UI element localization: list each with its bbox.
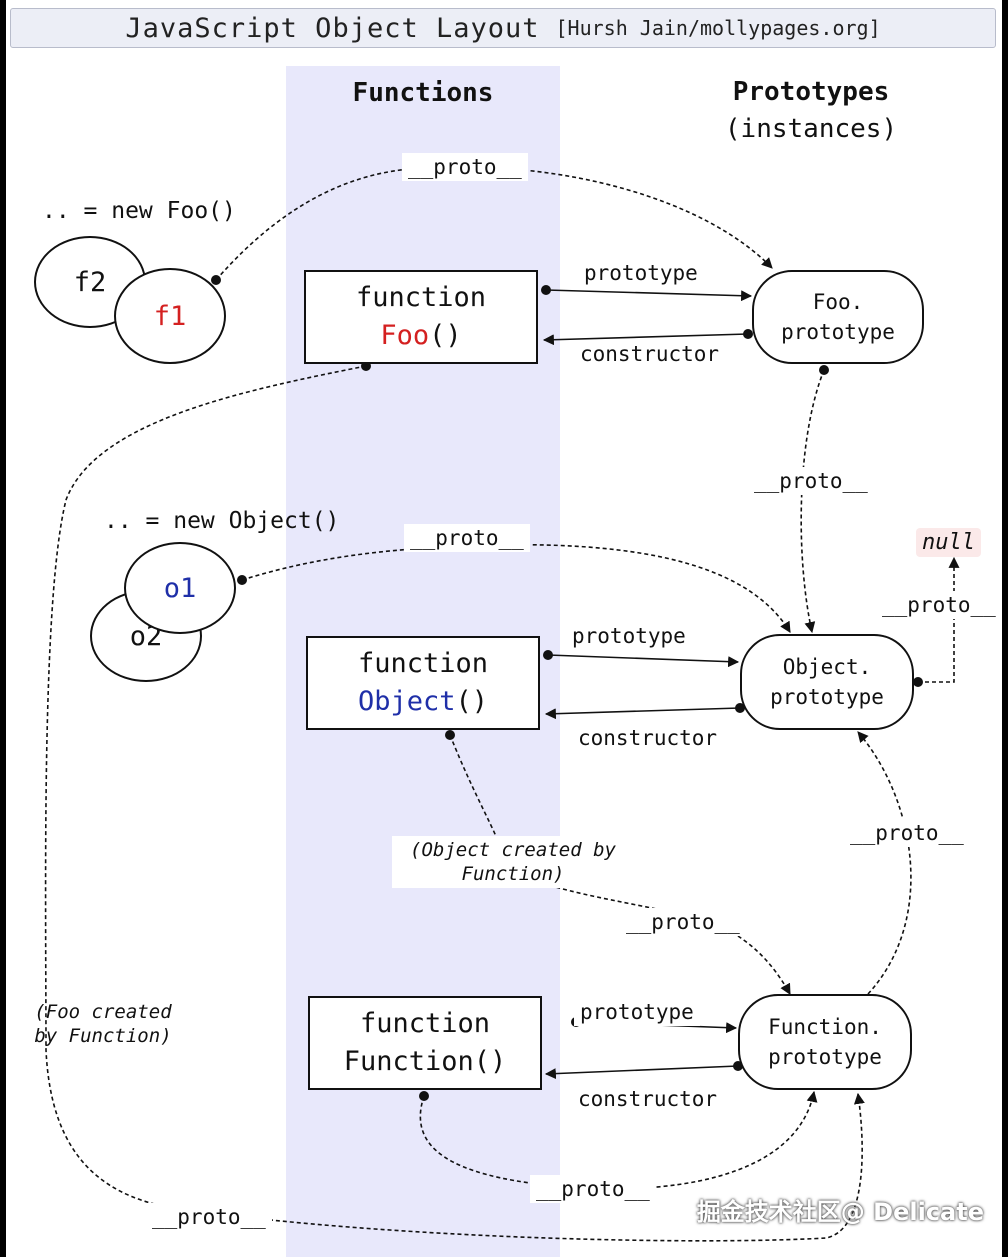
object-constructor-label: constructor: [572, 724, 724, 752]
function-prototype-proto-label: __proto__: [844, 819, 970, 847]
diagram-canvas: JavaScript Object Layout [Hursh Jain/mol…: [6, 0, 1002, 1257]
diagram-credit: [Hursh Jain/mollypages.org]: [555, 16, 881, 40]
foo-prototype-edge: [545, 289, 753, 302]
function-foo-box: function Foo(): [304, 270, 538, 364]
object-constructor-edge: [544, 707, 741, 720]
foo-fn-proto-edge: [44, 365, 865, 1242]
function-foo-keyword: function: [355, 282, 487, 313]
null-value: null: [916, 528, 981, 557]
function-object-parens: (): [455, 686, 489, 717]
foo-prototype-proto-label: __proto__: [748, 467, 874, 495]
title-bar: JavaScript Object Layout [Hursh Jain/mol…: [10, 8, 996, 48]
object-prototype-label: prototype: [566, 622, 692, 650]
foo-prototype-label: prototype: [578, 259, 704, 287]
foo-prototype-proto-edge: [800, 369, 825, 634]
function-object-name: Object: [357, 686, 456, 717]
new-foo-expression: .. = new Foo(): [42, 198, 236, 224]
foo-constructor-edge: [542, 333, 749, 346]
o1-proto-label: __proto__: [404, 524, 530, 552]
function-function-box: function Function(): [308, 996, 542, 1090]
object-fn-proto-edge: [449, 734, 791, 995]
foo-created-by-function-note: (Foo created by Function): [34, 1001, 172, 1047]
prototypes-column-heading: Prototypes: [732, 77, 890, 107]
instance-f1: f1: [114, 268, 226, 364]
function-object-signature: Object(): [358, 683, 488, 721]
functions-column-heading: Functions: [352, 78, 494, 108]
function-function-name: Function(): [343, 1046, 507, 1077]
function-constructor-label: constructor: [572, 1085, 724, 1113]
foo-prototype-node: Foo. prototype: [752, 270, 924, 364]
foo-constructor-label: constructor: [574, 340, 726, 368]
object-prototype-node: Object. prototype: [740, 634, 914, 730]
function-object-box: function Object(): [306, 636, 540, 730]
o1-proto-edge: [241, 543, 791, 633]
instance-o1: o1: [124, 542, 236, 634]
prototypes-column-subheading: (instances): [724, 114, 898, 144]
watermark: 掘金技术社区@ Delicate: [696, 1198, 984, 1226]
f1-proto-label: __proto__: [402, 153, 528, 181]
function-prototype-node: Function. prototype: [738, 994, 912, 1090]
object-fn-proto-label: __proto__: [620, 908, 746, 936]
function-object-keyword: function: [357, 648, 489, 679]
object-created-by-function-note: (Object created by Function): [392, 836, 634, 888]
diagram-title: JavaScript Object Layout: [125, 12, 540, 44]
function-foo-parens: (): [429, 320, 462, 351]
function-fn-proto-edge: [419, 1090, 818, 1190]
function-foo-name: Foo: [380, 320, 430, 351]
new-object-expression: .. = new Object(): [104, 508, 340, 534]
function-prototype-proto-edge: [857, 731, 912, 995]
object-null-proto-label: __proto__: [876, 591, 1002, 619]
object-prototype-edge: [547, 654, 740, 668]
object-prototype-null-edge: [918, 556, 960, 683]
function-foo-signature: Foo(): [380, 317, 461, 355]
function-prototype-label: prototype: [574, 998, 700, 1026]
function-constructor-edge: [544, 1065, 739, 1080]
function-function-keyword: function: [359, 1008, 491, 1039]
function-fn-proto-label: __proto__: [530, 1175, 656, 1203]
foo-fn-proto-label: __proto__: [146, 1203, 272, 1231]
